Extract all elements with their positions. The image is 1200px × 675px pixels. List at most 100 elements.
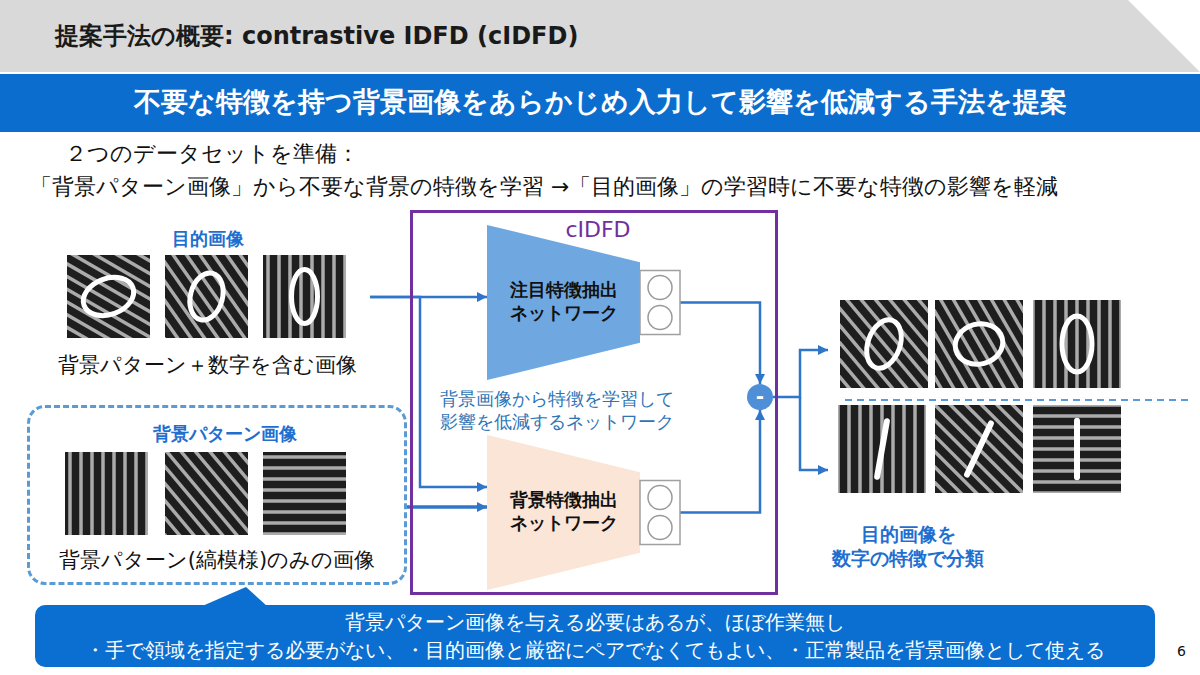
stripe (222, 255, 248, 337)
stripe-group (935, 405, 1023, 493)
node-text: - (747, 384, 773, 408)
callout-box: 背景パターン画像を与える必要はあるが、ほぼ作業無し・手で領域を指定する必要がない… (35, 605, 1155, 667)
stripe (67, 255, 150, 267)
branch-arrow (800, 397, 828, 470)
connector-arrow (773, 350, 828, 397)
stripe (924, 405, 926, 493)
stripe (263, 521, 346, 525)
pattern-thumbnail (698, 158, 1070, 530)
stripe (263, 499, 346, 503)
stripe (1033, 300, 1035, 388)
stripe (68, 452, 72, 535)
stripe (841, 300, 928, 388)
stripe (1086, 300, 1090, 388)
stripe-group (65, 452, 148, 535)
method-summary: 「背景パターン画像」から不要な背景の特徴を学習 →「目的画像」の学習時に不要な特… (30, 173, 1058, 201)
stripe-group (1033, 300, 1121, 388)
stripe (963, 405, 1023, 465)
stripe (867, 300, 928, 388)
output-box (640, 271, 680, 335)
stripe (1119, 300, 1121, 388)
connector-arrow (407, 505, 487, 509)
stripe (913, 405, 917, 493)
image-group: 目的画像背景パターン＋数字を含む画像 (45, 225, 370, 380)
stripe (174, 452, 248, 535)
stripe (310, 255, 314, 338)
stripe (858, 300, 928, 388)
cluster-divider (845, 399, 1190, 401)
stripe (838, 405, 840, 493)
headline-band: 不要な特徴を持つ背景画像をあらかじめ入力して影響を低減する手法を提案 (0, 74, 1200, 132)
stripe (67, 255, 150, 314)
stripe (948, 405, 1023, 480)
stripe (145, 452, 148, 535)
stripe (1033, 480, 1121, 484)
stripe (343, 255, 346, 338)
digit-zero (1062, 316, 1092, 372)
stripe (935, 405, 1023, 493)
node-text: 注目特徴抽出 ネットワーク (495, 279, 632, 324)
output-unit (648, 306, 672, 330)
stripe (900, 300, 928, 360)
pattern-thumbnail (945, 212, 1200, 476)
stripe-group (840, 300, 928, 388)
node-text: 背景特徴抽出 ネットワーク (495, 489, 632, 534)
stripe (266, 255, 270, 338)
node-text: 目的画像 (45, 228, 370, 251)
stripe (850, 300, 928, 388)
subtract-circle: - (747, 384, 773, 410)
stripe (90, 452, 94, 535)
stripe (134, 452, 138, 535)
node-text: 背景パターン画像を与える必要はあるが、ほぼ作業無し (35, 610, 1155, 635)
pattern-thumbnail (945, 317, 1200, 581)
stripe (902, 405, 906, 493)
stripe (67, 255, 150, 257)
stripe (200, 452, 248, 527)
stripe (263, 488, 346, 492)
stripe (1042, 300, 1046, 388)
slide-title: 提案手法の概要: contrastive IDFD (cIDFD) (55, 21, 578, 51)
stripe (177, 255, 248, 338)
dataset-note: ２つのデータセットを準備： (65, 140, 359, 168)
stripe (935, 405, 1023, 493)
node-subtext: 背景パターン(縞模様)のみの画像 (34, 547, 400, 573)
stripe (970, 300, 1023, 388)
stripe (1008, 300, 1023, 388)
stripe-group (263, 452, 346, 535)
stripe (191, 452, 248, 535)
digit-zero (185, 269, 228, 324)
stripe (961, 300, 1023, 388)
stripe (1033, 491, 1121, 493)
stripe (940, 405, 1023, 488)
stripe (935, 300, 1023, 388)
digit-one (1074, 421, 1080, 477)
node-subtext: 背景画像から特徴を学習して 影響を低減するネットワーク (440, 388, 745, 433)
stripe (935, 405, 1023, 493)
trapezoid (487, 225, 640, 380)
digit-zero (292, 270, 318, 324)
node-text: 背景パターン画像 (80, 423, 370, 446)
stripe (1033, 414, 1121, 418)
callout-tail (200, 587, 268, 607)
stripe (123, 452, 127, 535)
stripe (1075, 300, 1079, 388)
title-bar (0, 0, 1200, 72)
output-unit (648, 486, 672, 510)
output-unit (648, 276, 672, 300)
stripe-group (165, 452, 248, 535)
stripe (1033, 405, 1121, 407)
stripe (1053, 300, 1057, 388)
node-subtext: ・手で領域を指定する必要がない、・目的画像と厳密にペアでなくてもよい、・正常製品… (35, 638, 1155, 663)
background-network: 背景特徴抽出 ネットワーク (487, 435, 680, 590)
stripe-group (1033, 405, 1121, 493)
stripe (67, 255, 150, 295)
stripe (263, 466, 346, 470)
stripe (186, 255, 248, 338)
trapezoid (487, 435, 640, 590)
stripe (216, 452, 248, 513)
stripe (263, 510, 346, 514)
stripe (891, 405, 895, 493)
digit-one (967, 423, 991, 474)
stripe (277, 255, 281, 338)
stripe (858, 405, 862, 493)
